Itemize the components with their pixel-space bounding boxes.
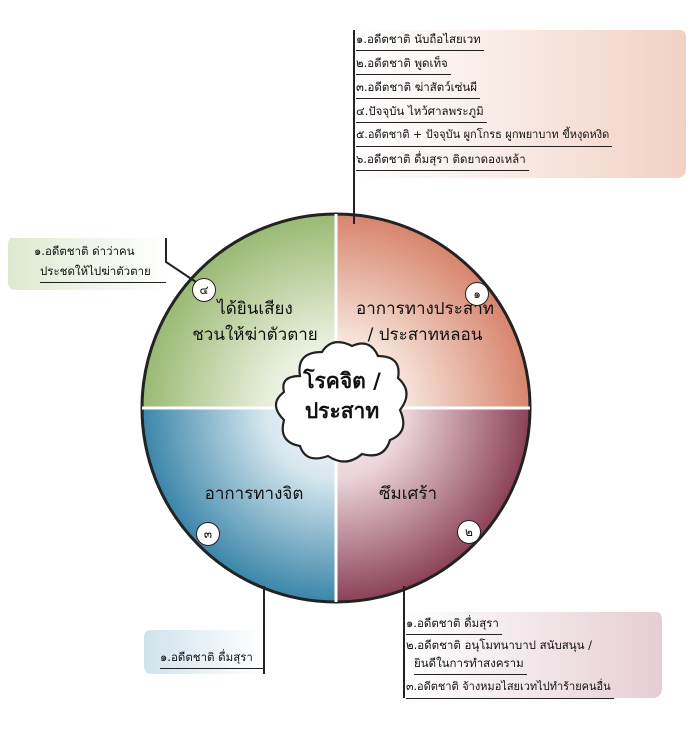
- callout-top-left-line-2: ประชดให้ไปฆ่าตัวตาย: [40, 262, 166, 283]
- callout-top-left-line-1: ๑.อดีตชาติ ด่าว่าคน: [34, 244, 135, 258]
- quadrant-4-label: ได้ยินเสียง ชวนให้ฆ่าตัวตาย: [180, 296, 330, 348]
- callout-top-right-item-6: ๖.อดีตชาติ ดื่มสุรา ติดยาดองเหล้า: [356, 150, 529, 171]
- quadrant-4-label-line-1: ได้ยินเสียง: [217, 299, 293, 319]
- quadrant-1-label-line-2: / ประสาทหลอน: [367, 325, 483, 345]
- quadrant-1-number-badge: ๑: [465, 282, 489, 306]
- quadrant-2-shape: [336, 408, 530, 602]
- callout-bottom-right-item-2b: ยินดีในการทำสงคราม: [414, 654, 527, 675]
- callout-top-right-item-2: ๒.อดีตชาติ พูดเท็จ: [356, 54, 451, 75]
- callout-bottom-right-item-3: ๓.อดีตชาติ จ้างหมอไสยเวทไปทำร้ายคนอื่น: [406, 678, 614, 699]
- quadrant-4-number-badge: ๔: [192, 278, 216, 302]
- quadrant-3-label-line-1: อาการทางจิต: [204, 484, 304, 504]
- callout-top-left: ๑.อดีตชาติ ด่าว่าคน ประชดให้ไปฆ่าตัวตาย: [14, 242, 166, 288]
- callout-bottom-left-item-1: ๑.อดีตชาติ ดื่มสุรา: [160, 648, 264, 669]
- center-title-line-2: ประสาท: [304, 399, 380, 423]
- quadrant-4-shape: [142, 214, 336, 408]
- callout-top-right-item-5: ๕.อดีตชาติ + ปัจจุบัน ผูกโกรธ ผูกพยาบาท …: [356, 126, 613, 147]
- callout-top-right: ๑.อดีตชาติ นับถือไสยเวท ๒.อดีตชาติ พูดเท…: [356, 30, 686, 178]
- callout-bottom-right-item-1: ๑.อดีตชาติ ดื่มสุรา: [406, 614, 502, 635]
- callout-bottom-left: ๑.อดีตชาติ ดื่มสุรา: [150, 648, 264, 670]
- callout-bottom-right-item-2a: ๒.อดีตชาติ อนุโมทนาบาป สนับสนุน /: [406, 638, 593, 652]
- quadrant-1-label-line-1: อาการทางประสาท: [356, 299, 494, 319]
- quadrant-3-number-badge: ๓: [196, 522, 220, 546]
- callout-top-right-item-3: ๓.อดีตชาติ ฆ่าสัตว์เซ่นผี: [356, 78, 481, 99]
- callout-top-left-bg: [8, 238, 166, 290]
- callout-top-right-item-1: ๑.อดีตชาติ นับถือไสยเวท: [356, 30, 484, 51]
- connector-top-left: [165, 238, 197, 283]
- quadrant-4-label-line-2: ชวนให้ฆ่าตัวตาย: [192, 325, 318, 345]
- center-cloud-shape: [274, 341, 408, 463]
- quadrant-3-label: อาการทางจิต: [196, 481, 312, 507]
- callout-top-right-bg: [354, 30, 686, 178]
- callout-top-right-item-4: ๔.ปัจจุบัน ไหว้ศาลพระภูมิ: [356, 102, 487, 123]
- quadrant-2-label: ซึมเศร้า: [360, 481, 456, 507]
- center-title: โรคจิต / ประสาท: [284, 366, 400, 426]
- quadrant-2-number-badge: ๒: [457, 520, 481, 544]
- quadrant-1-label: อาการทางประสาท / ประสาทหลอน: [344, 296, 506, 348]
- quadrant-3-shape: [142, 408, 336, 602]
- callout-bottom-left-bg: [144, 630, 264, 674]
- callout-bottom-right: ๑.อดีตชาติ ดื่มสุรา ๒.อดีตชาติ อนุโมทนาบ…: [406, 614, 662, 699]
- callout-bottom-right-bg: [404, 612, 662, 698]
- quadrant-2-label-line-1: ซึมเศร้า: [378, 484, 438, 504]
- center-title-line-1: โรคจิต /: [303, 369, 381, 393]
